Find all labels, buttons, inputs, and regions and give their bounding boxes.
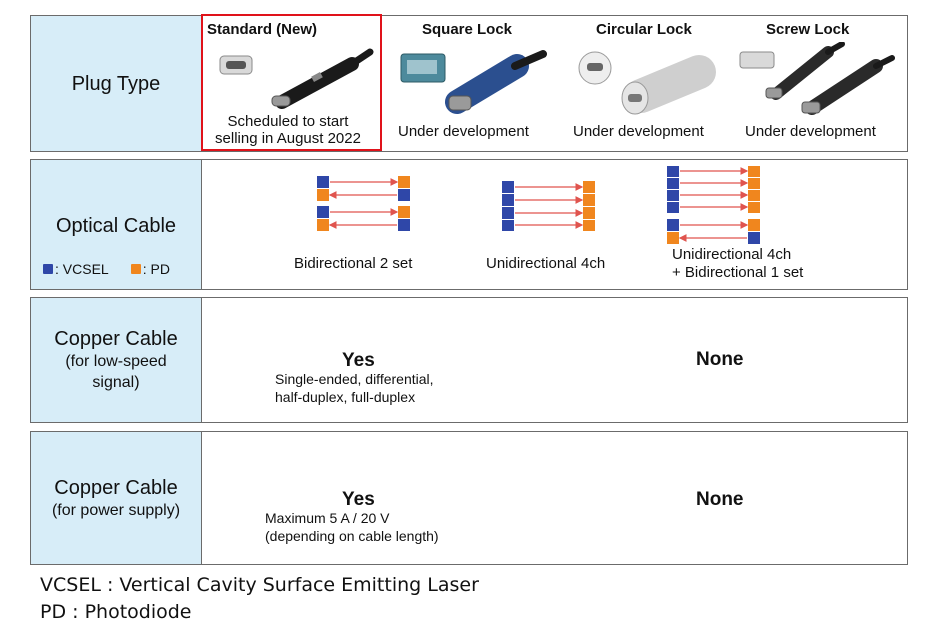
optical-cable-label: Optical Cable xyxy=(55,215,177,237)
plug-title-standard: Standard (New) xyxy=(207,21,318,38)
copper-signal-label-line2: (for low-speed xyxy=(65,353,167,370)
bidirectional-2-set-diagram xyxy=(317,176,410,231)
copper-power-label-line1: Copper Cable xyxy=(54,476,178,499)
copper-power-yes: Yes xyxy=(342,489,375,510)
copper-signal-row: Copper Cable (for low-speed signal) xyxy=(30,297,908,423)
unidirectional-4ch-bidirectional-1-set-diagram xyxy=(667,166,760,244)
optical-cable-row: Optical Cable : VCSEL : PD xyxy=(30,159,908,290)
standard-plug-image xyxy=(219,48,374,109)
unidirectional-4ch-diagram xyxy=(502,181,595,231)
copper-signal-detail: Single-ended, differential, half-duplex,… xyxy=(275,370,434,406)
standard-status: Scheduled to start selling in August 202… xyxy=(210,113,366,147)
plug-title-screw-lock: Screw Lock xyxy=(766,21,850,38)
copper-power-none: None xyxy=(696,489,744,510)
copper-signal-none: None xyxy=(696,349,744,370)
pd-legend-label: : PD xyxy=(142,261,170,277)
copper-power-detail-line2: (depending on cable length) xyxy=(265,528,439,544)
copper-signal-label-line3: signal) xyxy=(92,374,140,391)
vcsel-legend-swatch xyxy=(43,264,53,274)
plug-type-label: Plug Type xyxy=(71,72,161,95)
circular-lock-status: Under development xyxy=(573,123,704,140)
plug-title-square-lock: Square Lock xyxy=(422,21,513,38)
optical-cable-label-cell: Optical Cable : VCSEL : PD xyxy=(31,160,202,289)
copper-signal-label-line1: Copper Cable xyxy=(54,328,178,350)
footnote-vcsel: VCSEL : Vertical Cavity Surface Emitting… xyxy=(40,574,479,596)
square-lock-plug-image xyxy=(400,50,547,114)
copper-signal-yes: Yes xyxy=(342,350,375,371)
bidirectional-2-set-caption: Bidirectional 2 set xyxy=(294,255,413,272)
plug-title-circular-lock: Circular Lock xyxy=(596,21,692,38)
combo-caption-line2: + Bidirectional 1 set xyxy=(672,264,804,281)
copper-power-detail: Maximum 5 A / 20 V (depending on cable l… xyxy=(265,509,439,545)
copper-signal-detail-line2: half-duplex, full-duplex xyxy=(275,389,416,405)
circular-lock-plug-image xyxy=(578,51,716,115)
standard-highlight-box xyxy=(201,14,382,151)
vcsel-legend-label: : VCSEL xyxy=(55,261,109,277)
pd-legend-swatch xyxy=(130,264,141,274)
square-lock-status: Under development xyxy=(398,123,529,140)
copper-power-label-line2: (for power supply) xyxy=(51,501,181,519)
standard-status-line2: selling in August 2022 xyxy=(215,130,361,147)
footnote-pd: PD : Photodiode xyxy=(40,601,192,623)
copper-power-row: Copper Cable (for power supply) xyxy=(30,431,908,565)
plug-type-row: Plug Type xyxy=(30,15,908,152)
optical-legend: : VCSEL : PD xyxy=(43,261,170,277)
unidirectional-4ch-caption: Unidirectional 4ch xyxy=(486,255,606,272)
copper-power-label-cell: Copper Cable (for power supply) xyxy=(31,432,202,564)
screw-lock-status: Under development xyxy=(745,123,876,140)
combo-caption-line1: Unidirectional 4ch xyxy=(672,246,792,263)
unidirectional-4ch-bidirectional-caption: Unidirectional 4ch + Bidirectional 1 set xyxy=(672,246,803,282)
copper-signal-label-cell: Copper Cable (for low-speed signal) xyxy=(31,298,202,422)
screw-lock-plug-image xyxy=(739,42,895,115)
plug-type-label-cell: Plug Type xyxy=(31,16,202,151)
standard-status-line1: Scheduled to start xyxy=(227,113,349,130)
copper-signal-detail-line1: Single-ended, differential, xyxy=(275,371,434,387)
copper-power-detail-line1: Maximum 5 A / 20 V xyxy=(265,510,390,526)
